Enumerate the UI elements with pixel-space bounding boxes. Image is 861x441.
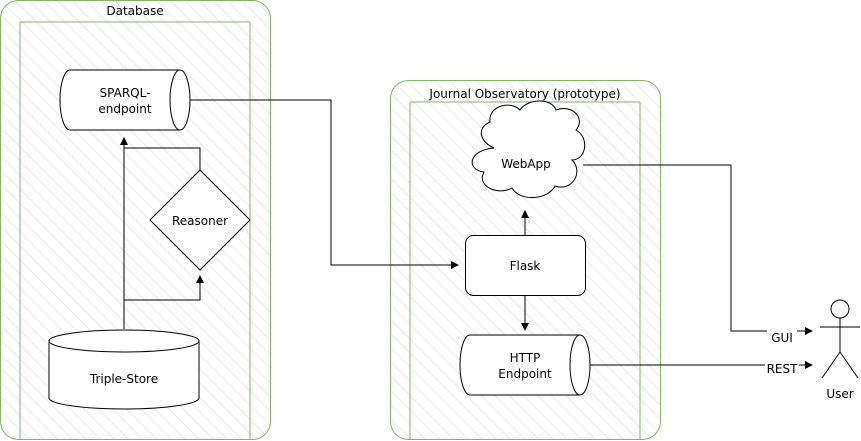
- user-actor: [820, 299, 860, 379]
- webapp-label: WebApp: [501, 157, 551, 171]
- flask-node: Flask: [465, 235, 586, 296]
- reasoner-label: Reasoner: [172, 214, 228, 228]
- edge-triplestore-reasoner: [124, 275, 204, 301]
- triple-store-node: Triple-Store: [48, 329, 200, 410]
- http-endpoint-node: HTTP Endpoint: [459, 334, 591, 396]
- edge-reasoner-sparql: [124, 147, 201, 170]
- edge-sparql-flask: [190, 99, 459, 269]
- user-icon: [830, 299, 850, 319]
- flask-label: Flask: [510, 259, 541, 273]
- http-label-line2: Endpoint: [498, 367, 552, 381]
- database-title: Database: [106, 4, 163, 18]
- sparql-label-line1: SPARQL-: [100, 86, 151, 100]
- triplestore-label: Triple-Store: [89, 372, 158, 386]
- user-label: User: [826, 387, 853, 401]
- observatory-title: Journal Observatory (prototype): [428, 87, 620, 101]
- reasoner-node: Reasoner: [149, 169, 251, 271]
- gui-label: GUI: [771, 331, 793, 345]
- sparql-endpoint-node: SPARQL- endpoint: [59, 69, 191, 131]
- sparql-label-line2: endpoint: [98, 102, 152, 116]
- webapp-node: WebApp: [471, 100, 586, 198]
- rest-label: REST: [767, 362, 799, 376]
- http-label-line1: HTTP: [510, 351, 541, 365]
- edge-labels: GUI REST: [765, 330, 799, 376]
